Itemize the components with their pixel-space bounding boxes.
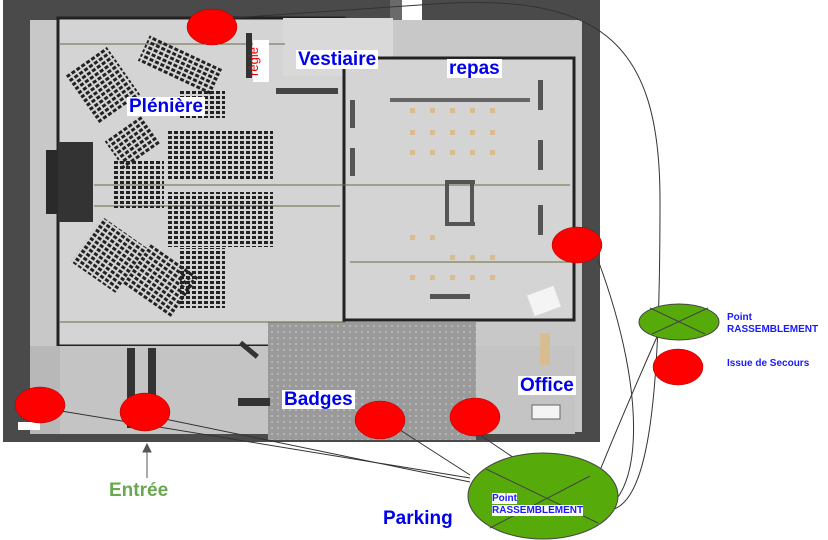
emergency-exit-marker — [354, 400, 406, 440]
assembly-point-label-line1: Point — [492, 493, 517, 504]
assembly-point-label-line2: RASSEMBLEMENT — [492, 505, 584, 516]
legend-assembly-line1: Point — [727, 312, 752, 323]
legend-emergency-exit-label: Issue de Secours — [727, 358, 810, 369]
entree-label: Entrée — [109, 480, 169, 501]
dining-chairs — [410, 108, 550, 365]
room-label-badges: Badges — [282, 389, 355, 410]
parking-label: Parking — [383, 508, 453, 529]
emergency-exit-marker — [551, 226, 603, 264]
legend-emergency-exit-icon — [652, 348, 704, 386]
legend-assembly-point-icon — [638, 303, 720, 341]
assembly-point-marker — [467, 452, 619, 540]
room-label-regie: régie — [246, 40, 269, 82]
room-label-vestiaire: Vestiaire — [296, 49, 379, 70]
regie-text: régie — [245, 47, 261, 76]
stage — [58, 142, 93, 222]
emergency-exit-marker — [186, 8, 238, 46]
room-label-repas: repas — [447, 58, 502, 79]
repas-tables — [350, 80, 543, 299]
legend-assembly-point-label: Point RASSEMBLEMENT — [727, 312, 818, 336]
assembly-point-label: Point RASSEMBLEMENT — [492, 493, 584, 517]
room-label-office: Office — [518, 375, 576, 396]
entry-arrow-icon — [142, 442, 152, 478]
room-label-pleniere: Plénière — [127, 96, 205, 117]
emergency-exit-marker — [14, 386, 66, 424]
legend-assembly-line2: RASSEMBLEMENT — [727, 324, 819, 335]
pleniere-seating — [65, 34, 273, 318]
emergency-exit-marker — [119, 392, 171, 432]
emergency-exit-marker — [449, 397, 501, 437]
regie-desk — [246, 33, 252, 78]
